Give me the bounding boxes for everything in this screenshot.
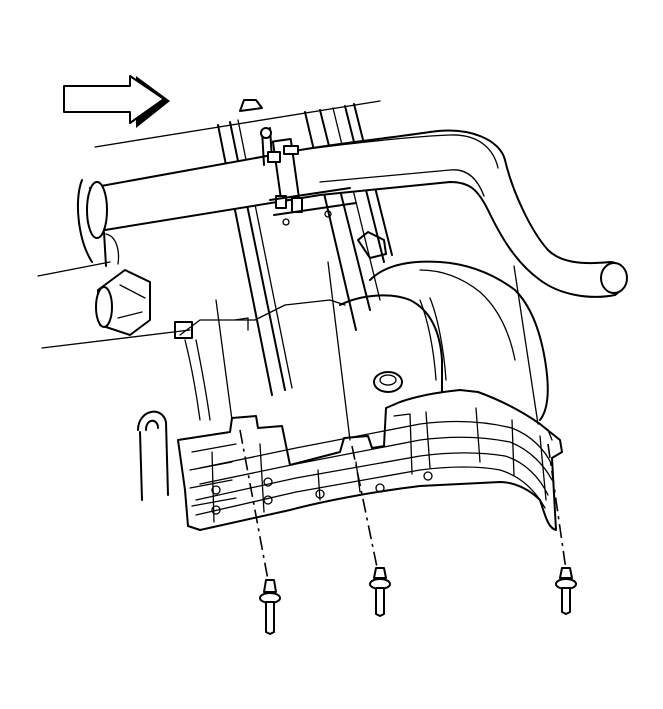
- forward-direction-arrow-icon: [63, 75, 170, 128]
- push-pin-fastener: [369, 567, 391, 617]
- body-tab: [239, 99, 263, 112]
- rear-suspension-bracket: [137, 410, 169, 501]
- push-pin-fastener: [259, 579, 281, 635]
- muffler-outlet: [37, 261, 191, 349]
- exhaust-pipe: [76, 129, 628, 298]
- installation-guide-lines: [215, 261, 567, 581]
- push-pin-fastener: [555, 567, 577, 615]
- crossmember: [269, 187, 387, 259]
- heat-shield-panel: [177, 389, 563, 531]
- exhaust-hanger-bracket: [260, 127, 303, 213]
- underbody-panel: [174, 260, 549, 421]
